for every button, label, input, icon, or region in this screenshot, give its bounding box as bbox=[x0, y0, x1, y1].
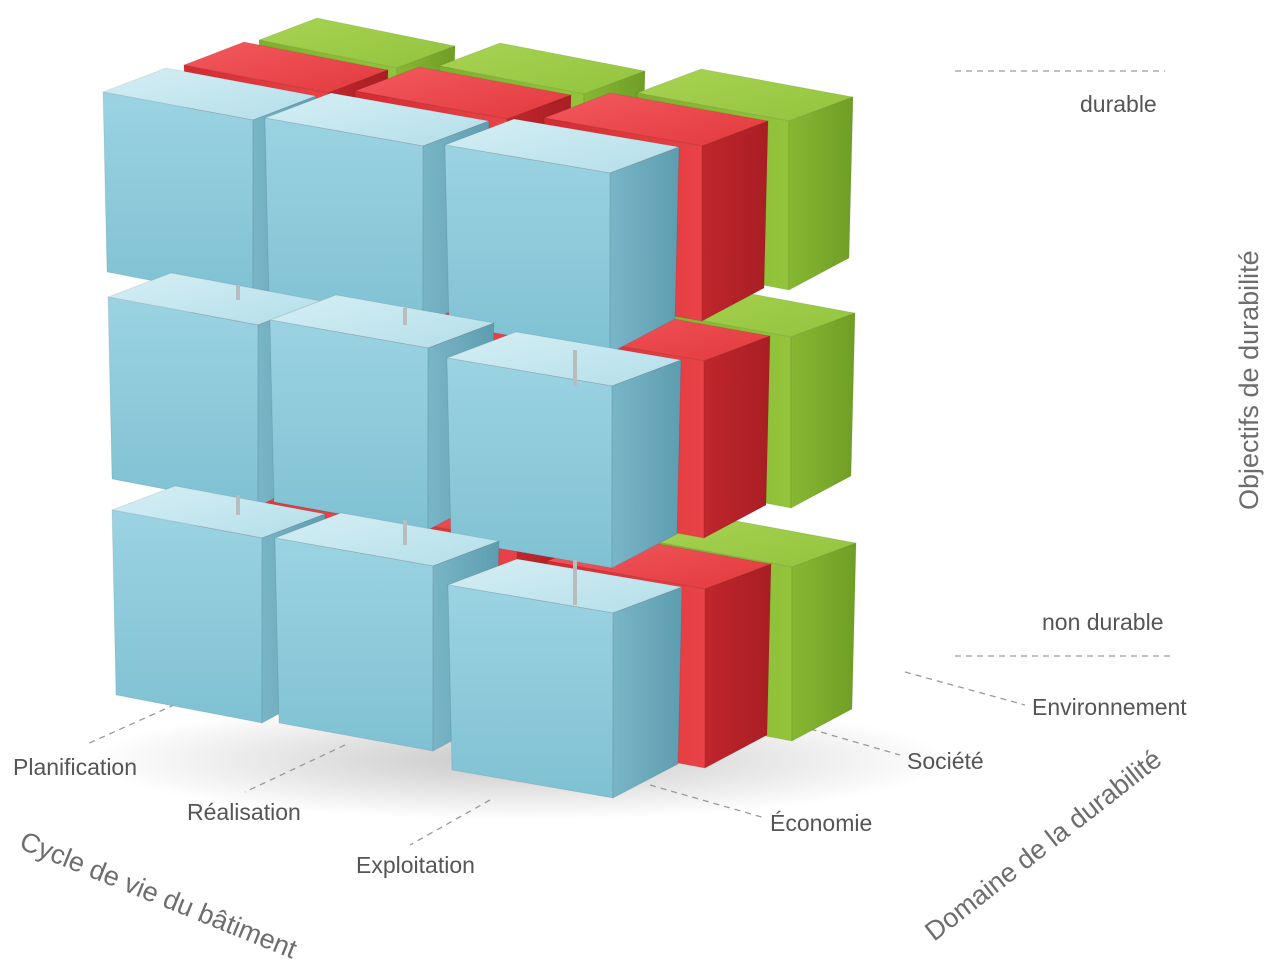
red-side-face bbox=[704, 563, 772, 769]
red-side-face bbox=[703, 335, 771, 539]
label-planification: Planification bbox=[13, 754, 137, 780]
label-realisation: Réalisation bbox=[187, 799, 301, 825]
guide-environnement bbox=[904, 671, 1026, 706]
cube-blue-r2-c2 bbox=[446, 558, 684, 799]
connector-pin bbox=[573, 560, 577, 605]
connector-pin bbox=[403, 308, 407, 325]
axis-title-objectives: Objectifs de durabilité bbox=[1234, 250, 1264, 510]
blue-front-face bbox=[102, 91, 254, 301]
label-economie: Économie bbox=[770, 810, 872, 836]
connector-pin bbox=[236, 495, 240, 515]
blue-front-face bbox=[269, 319, 429, 531]
guide-planification bbox=[84, 699, 186, 746]
guide-lines bbox=[84, 70, 1175, 846]
green-side-face bbox=[791, 542, 857, 742]
red-side-face bbox=[701, 120, 769, 322]
axis-title-lifecycle: Cycle de vie du bâtiment bbox=[16, 826, 302, 965]
label-environnement: Environnement bbox=[1032, 694, 1187, 720]
label-non-durable: non durable bbox=[1042, 609, 1164, 635]
guide-exploitation bbox=[409, 799, 491, 846]
cube-blue-r1-c2 bbox=[445, 331, 683, 569]
blue-side-face bbox=[612, 586, 683, 799]
label-exploitation: Exploitation bbox=[356, 852, 475, 878]
blue-front-face bbox=[447, 584, 614, 799]
blue-front-face bbox=[274, 537, 434, 752]
blue-side-face bbox=[611, 359, 682, 569]
label-durable: durable bbox=[1080, 91, 1157, 117]
guide-economie bbox=[649, 784, 766, 819]
cube-grid bbox=[101, 17, 858, 799]
blue-front-face bbox=[111, 509, 263, 724]
cube-blue-r0-c2 bbox=[443, 118, 681, 354]
blue-front-face bbox=[107, 296, 259, 508]
axis-title-domain: Domaine de la durabilité bbox=[919, 744, 1167, 947]
label-societe: Société bbox=[907, 748, 984, 774]
guide-realisation bbox=[244, 744, 346, 793]
connector-pin bbox=[573, 350, 577, 386]
green-side-face bbox=[790, 312, 856, 509]
green-side-face bbox=[788, 96, 854, 291]
connector-pin bbox=[403, 520, 407, 545]
blue-side-face bbox=[609, 146, 680, 354]
connector-pin bbox=[236, 285, 240, 300]
